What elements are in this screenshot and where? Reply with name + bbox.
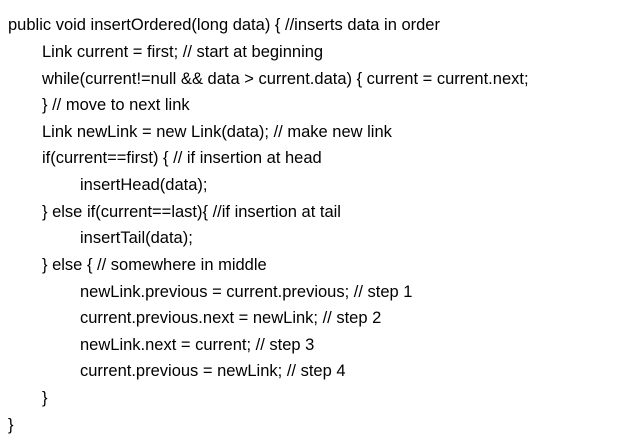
code-line-init-current: Link current = first; // start at beginn… <box>42 43 324 61</box>
code-line-if-head: if(current==first) { // if insertion at … <box>42 149 322 167</box>
code-line-insert-tail: insertTail(data); <box>80 229 193 247</box>
code-line-step-2: current.previous.next = newLink; // step… <box>80 309 382 327</box>
code-line-else-if-tail: } else if(current==last){ //if insertion… <box>42 203 341 221</box>
code-line-else-close: } <box>42 389 48 407</box>
code-line-while-loop: while(current!=null && data > current.da… <box>42 70 529 88</box>
code-line-else-middle: } else { // somewhere in middle <box>42 256 267 274</box>
code-line-method-close: } <box>8 416 14 434</box>
code-line-step-3: newLink.next = current; // step 3 <box>80 336 315 354</box>
code-line-step-4: current.previous = newLink; // step 4 <box>80 362 346 380</box>
code-line-step-1: newLink.previous = current.previous; // … <box>80 283 413 301</box>
code-line-method-signature: public void insertOrdered(long data) { /… <box>8 16 440 34</box>
code-line-loop-close: } // move to next link <box>42 96 190 114</box>
code-line-insert-head: insertHead(data); <box>80 176 208 194</box>
code-line-new-link: Link newLink = new Link(data); // make n… <box>42 123 392 141</box>
